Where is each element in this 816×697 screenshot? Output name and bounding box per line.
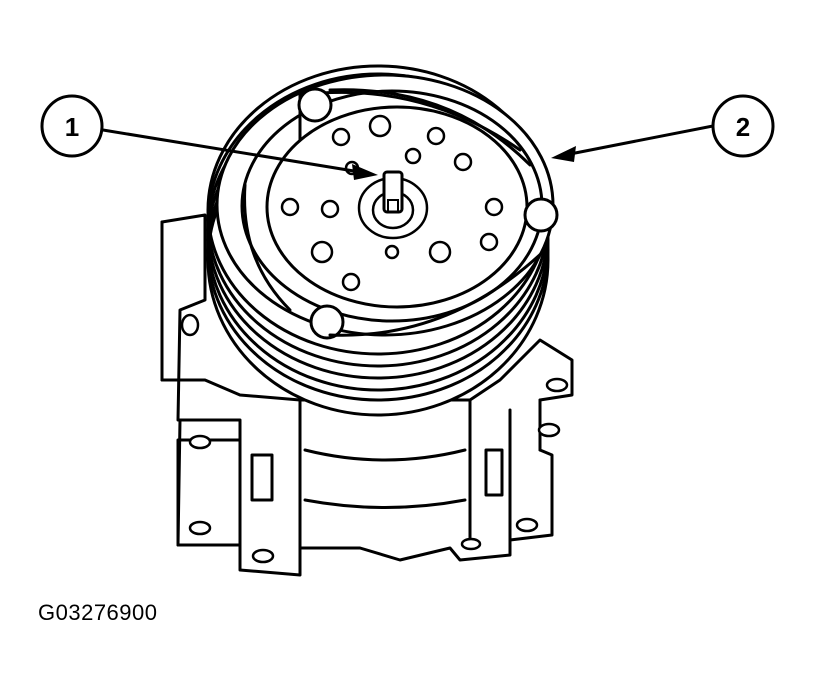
callout-2: 2 — [711, 94, 775, 158]
callout-1-label: 1 — [65, 112, 79, 142]
figure-id: G03276900 — [38, 600, 158, 625]
compressor-body — [160, 213, 574, 577]
clutch-hub — [215, 73, 559, 340]
leader-lines — [101, 123, 720, 180]
callout-1: 1 — [40, 94, 104, 158]
callout-2-label: 2 — [736, 112, 750, 142]
